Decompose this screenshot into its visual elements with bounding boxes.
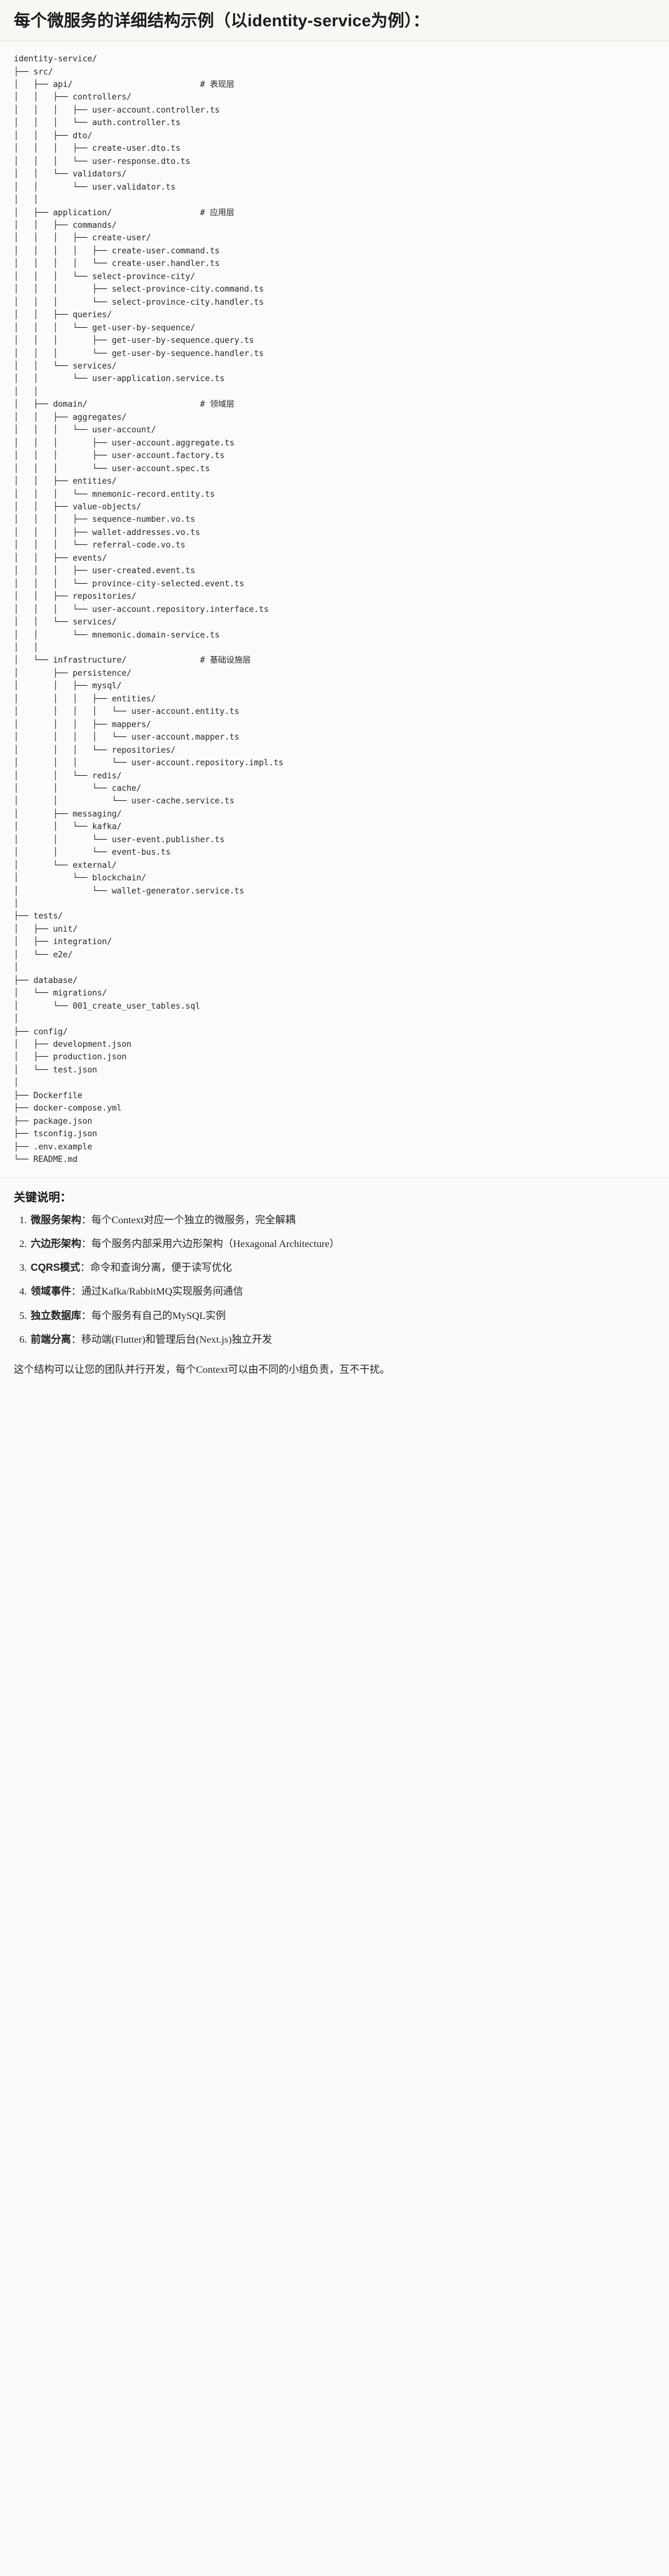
note-separator: ： — [71, 1286, 81, 1298]
note-description: 命令和查询分离，便于读写优化 — [90, 1262, 232, 1274]
note-term: 前端分离 — [31, 1334, 71, 1345]
list-item: 独立数据库：每个服务有自己的MySQL实例 — [29, 1308, 655, 1323]
note-separator: ： — [71, 1334, 81, 1345]
note-separator: ： — [81, 1214, 92, 1226]
list-item: 领域事件：通过Kafka/RabbitMQ实现服务间通信 — [29, 1284, 655, 1299]
key-notes-heading: 关键说明： — [14, 1190, 72, 1204]
note-description: 通过Kafka/RabbitMQ实现服务间通信 — [81, 1286, 243, 1298]
note-term: 微服务架构 — [31, 1214, 81, 1226]
list-item: CQRS模式：命令和查询分离，便于读写优化 — [29, 1260, 655, 1275]
list-item: 六边形架构：每个服务内部采用六边形架构（Hexagonal Architectu… — [29, 1236, 655, 1251]
document-page: 每个微服务的详细结构示例（以identity-service为例）： ident… — [0, 0, 669, 1390]
key-notes-list: 微服务架构：每个Context对应一个独立的微服务，完全解耦 六边形架构：每个服… — [14, 1213, 655, 1348]
note-description: 每个Context对应一个独立的微服务，完全解耦 — [91, 1214, 296, 1226]
key-notes-section: 关键说明： 微服务架构：每个Context对应一个独立的微服务，完全解耦 六边形… — [0, 1177, 669, 1359]
closing-paragraph: 这个结构可以让您的团队并行开发，每个Context可以由不同的小组负责，互不干扰… — [14, 1364, 390, 1376]
directory-tree-text: identity-service/ ├── src/ │ ├── api/ # … — [14, 54, 284, 1165]
note-description: 每个服务有自己的MySQL实例 — [91, 1310, 226, 1321]
list-item: 微服务架构：每个Context对应一个独立的微服务，完全解耦 — [29, 1213, 655, 1228]
note-term: 领域事件 — [31, 1286, 71, 1298]
note-description: 移动端(Flutter)和管理后台(Next.js)独立开发 — [81, 1334, 273, 1345]
note-term: 六边形架构 — [31, 1238, 81, 1250]
note-separator: ： — [80, 1262, 91, 1274]
note-separator: ： — [81, 1310, 92, 1321]
note-description: 每个服务内部采用六边形架构（Hexagonal Architecture） — [91, 1238, 340, 1250]
note-term: 独立数据库 — [31, 1310, 81, 1321]
note-term: CQRS模式 — [31, 1262, 81, 1274]
list-item: 前端分离：移动端(Flutter)和管理后台(Next.js)独立开发 — [29, 1332, 655, 1347]
directory-tree-block: identity-service/ ├── src/ │ ├── api/ # … — [0, 41, 669, 1178]
note-separator: ： — [81, 1238, 92, 1250]
page-title: 每个微服务的详细结构示例（以identity-service为例）： — [0, 0, 669, 42]
